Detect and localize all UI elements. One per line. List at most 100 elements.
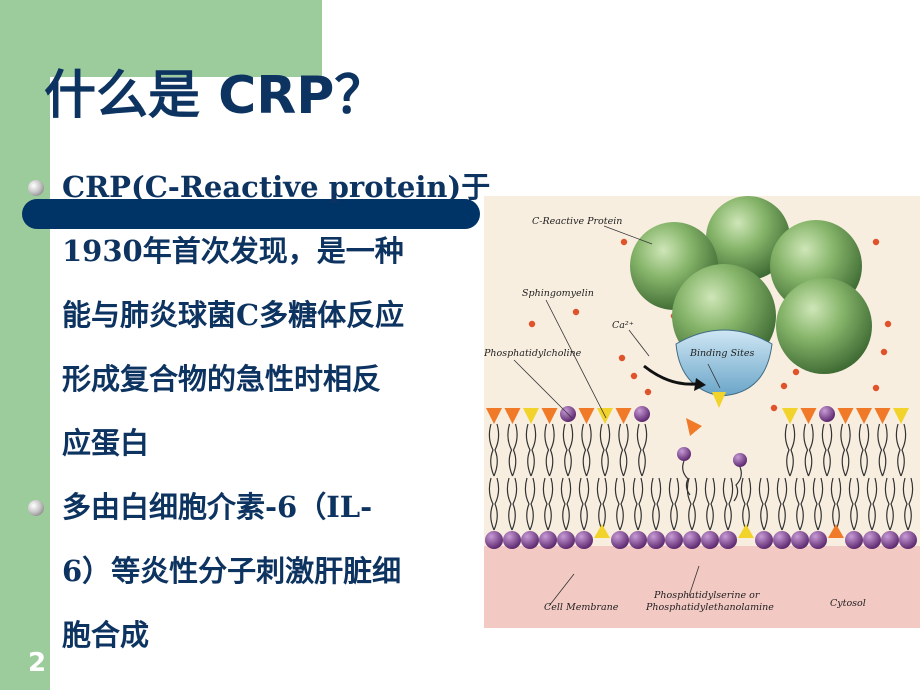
calcium-ion <box>792 368 800 376</box>
lipid-tail <box>548 423 555 477</box>
lipid-tail <box>567 423 574 477</box>
lipid-tail <box>863 423 870 477</box>
lipid-tail <box>583 477 590 531</box>
lipid-tail <box>530 423 537 477</box>
leader-line <box>603 225 653 245</box>
ligand-tail <box>733 466 742 502</box>
lipid-tail <box>511 423 518 477</box>
calcium-ion <box>872 384 880 392</box>
lipid-tail <box>668 477 675 531</box>
left-green-band <box>0 0 50 690</box>
lipid-tail <box>830 477 837 531</box>
head-purple <box>521 531 539 549</box>
page-number: 2 <box>28 648 47 678</box>
head-purple <box>683 531 701 549</box>
head-purple <box>809 531 827 549</box>
lipid-tail <box>524 477 531 531</box>
lipid-tail <box>596 477 603 531</box>
head-purple <box>575 531 593 549</box>
leader-line <box>688 565 700 597</box>
lipid-tail <box>821 423 828 477</box>
lipid-tail <box>544 423 551 477</box>
lipid-tail <box>907 477 914 531</box>
lipid-tail <box>884 477 891 531</box>
ligand-purple <box>733 453 747 467</box>
label-binding-sites: Binding Sites <box>689 348 754 359</box>
lipid-tail <box>889 477 896 531</box>
lipid-tail <box>604 423 611 477</box>
head-purple <box>819 406 835 422</box>
calcium-ion <box>872 238 880 246</box>
lipid-tail <box>817 477 824 531</box>
calcium-ion <box>618 354 626 362</box>
head-purple <box>773 531 791 549</box>
lipid-tail <box>776 477 783 531</box>
head-purple <box>634 406 650 422</box>
head-orange <box>837 408 854 424</box>
lipid-tail <box>599 423 606 477</box>
head-purple <box>557 531 575 549</box>
ligand-orange <box>686 418 702 436</box>
lipid-tail <box>727 477 734 531</box>
bullet-line: 能与肺炎球菌C多糖体反应 <box>62 298 405 332</box>
head-purple <box>539 531 557 549</box>
head-purple <box>665 531 683 549</box>
calcium-ion <box>770 404 778 412</box>
lipid-tail <box>895 423 902 477</box>
head-purple <box>611 531 629 549</box>
lipid-tail <box>601 477 608 531</box>
lipid-tail <box>704 477 711 531</box>
head-orange <box>856 408 872 424</box>
lipid-tail <box>853 477 860 531</box>
lipid-tail <box>812 477 819 531</box>
lipid-tail <box>784 423 791 477</box>
lipid-tail <box>565 477 572 531</box>
bullet-dot-icon <box>28 180 44 196</box>
lipid-tail <box>632 477 639 531</box>
inner-heads <box>485 524 917 549</box>
head-purple <box>899 531 917 549</box>
lipid-tail <box>902 477 909 531</box>
bullet-dot-icon <box>28 500 44 516</box>
head-purple <box>755 531 773 549</box>
head-purple <box>791 531 809 549</box>
lipid-tail <box>562 423 569 477</box>
label-calcium: Ca²⁺ <box>612 320 634 331</box>
bullet-line: 1930年首次发现，是一种 <box>62 234 404 268</box>
bullet-line: 应蛋白 <box>62 426 150 460</box>
lipid-tail <box>493 423 500 477</box>
head-orange <box>578 408 595 424</box>
head-orange <box>874 408 891 424</box>
head-purple <box>719 531 737 549</box>
leader-line <box>513 359 573 419</box>
head-orange <box>504 408 521 424</box>
lipid-tail <box>709 477 716 531</box>
calcium-ion <box>572 308 580 316</box>
lipid-tail <box>488 477 495 531</box>
lipid-tail <box>619 477 626 531</box>
lipid-tail <box>745 477 752 531</box>
lipid-tail <box>722 477 729 531</box>
lipid-tail <box>686 477 693 531</box>
head-purple <box>845 531 863 549</box>
label-crp: C-Reactive Protein <box>532 216 622 227</box>
lipid-tails <box>488 423 914 531</box>
leader-line <box>548 573 575 607</box>
head-purple <box>863 531 881 549</box>
lipid-tail <box>614 477 621 531</box>
lipid-tail <box>650 477 657 531</box>
lipid-tail <box>641 423 648 477</box>
lipid-tail <box>881 423 888 477</box>
lipid-tail <box>585 423 592 477</box>
lipid-tail <box>848 477 855 531</box>
lipid-tail <box>900 423 907 477</box>
head-purple <box>647 531 665 549</box>
label-sphingomyelin: Sphingomyelin <box>522 288 594 299</box>
binding-arrow-icon <box>643 364 697 386</box>
arrowhead-icon <box>694 378 706 391</box>
leader-line <box>545 299 607 419</box>
head-yellow <box>738 524 754 538</box>
lipid-tail <box>858 423 865 477</box>
lipid-tail <box>794 477 801 531</box>
lipid-tail <box>673 477 680 531</box>
